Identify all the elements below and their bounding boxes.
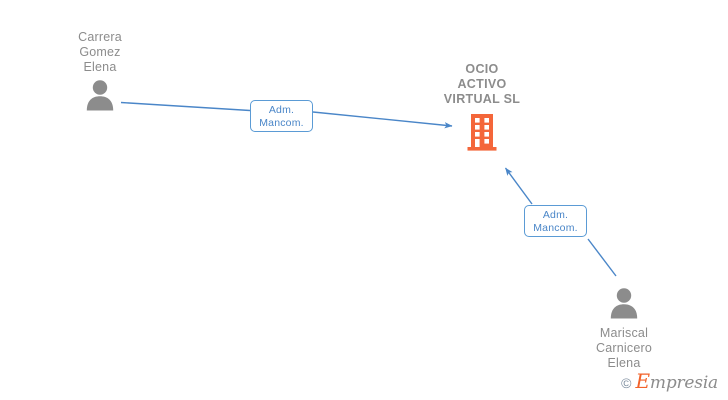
brand-rest: mpresia — [649, 373, 718, 393]
relation-label-2[interactable]: Adm. Mancom. — [524, 205, 587, 237]
person-node-1[interactable]: Carrera Gomez Elena — [30, 30, 170, 116]
person-node-2[interactable]: Mariscal Carnicero Elena — [554, 283, 694, 371]
person-name-label: Carrera Gomez Elena — [78, 30, 122, 74]
relation-label-1[interactable]: Adm. Mancom. — [250, 100, 313, 132]
edge-person2-upper — [504, 167, 533, 205]
company-name-label: OCIO ACTIVO VIRTUAL SL — [443, 62, 521, 106]
company-node[interactable]: OCIO ACTIVO VIRTUAL SL — [407, 62, 557, 157]
building-icon — [407, 112, 557, 157]
copyright-icon: © — [621, 374, 632, 391]
brand-initial: E — [635, 369, 651, 393]
person-name-label: Mariscal Carnicero Elena — [596, 326, 652, 370]
person-icon — [30, 77, 170, 116]
watermark: © Empresia — [621, 371, 719, 393]
person-icon — [554, 285, 694, 324]
edge-person2-lower — [587, 238, 617, 277]
brand-logo: Empresia — [636, 371, 719, 393]
